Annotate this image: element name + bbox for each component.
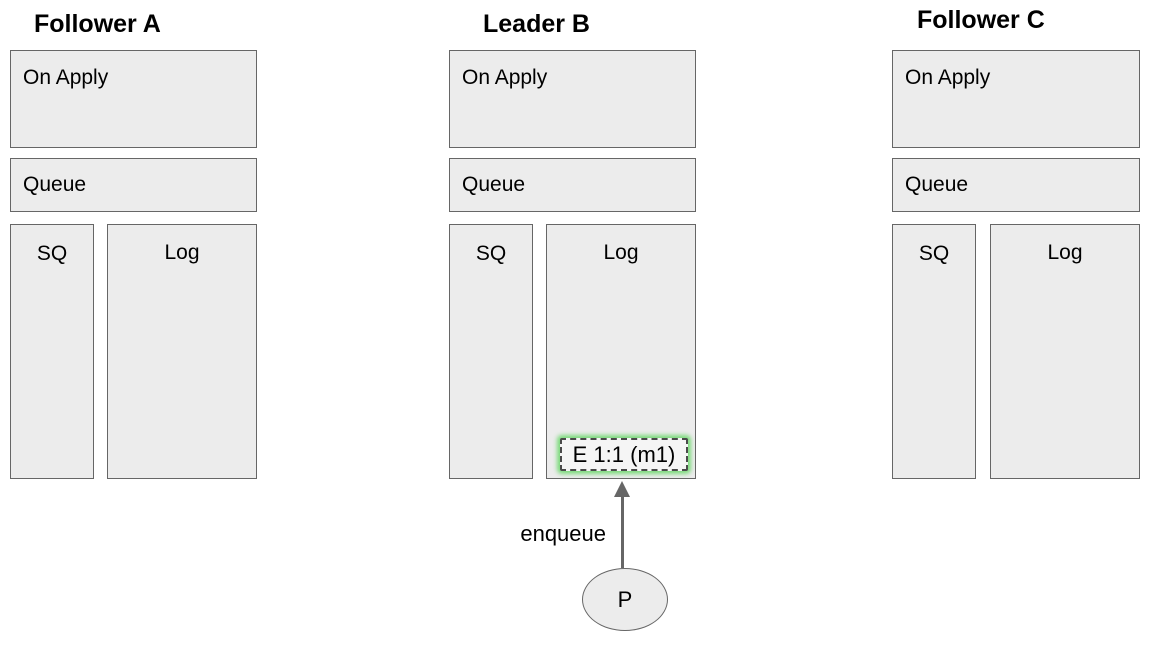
sq-label: SQ <box>36 242 68 265</box>
on-apply-label: On Apply <box>905 66 991 89</box>
log-box: Log <box>990 224 1140 479</box>
sq-label: SQ <box>918 242 950 265</box>
producer-circle: P <box>582 568 668 631</box>
log-entry-highlighted: E 1:1 (m1) <box>560 438 688 471</box>
node-follower-c: Follower C On Apply Queue SQ Log <box>892 0 1140 651</box>
producer-label: P <box>617 586 633 612</box>
node-title: Follower A <box>34 10 161 38</box>
on-apply-label: On Apply <box>462 66 548 89</box>
on-apply-label: On Apply <box>23 66 109 89</box>
node-title: Follower C <box>917 6 1045 34</box>
enqueue-edge-label: enqueue <box>520 521 606 546</box>
log-entry-label: E 1:1 (m1) <box>572 441 676 467</box>
enqueue-arrow-head-icon <box>614 481 630 497</box>
log-label: Log <box>164 241 200 264</box>
log-box: Log E 1:1 (m1) <box>546 224 696 479</box>
queue-label: Queue <box>462 173 526 196</box>
sq-box: SQ <box>449 224 533 479</box>
queue-box: Queue <box>892 158 1140 212</box>
queue-label: Queue <box>23 173 87 196</box>
on-apply-box: On Apply <box>892 50 1140 148</box>
queue-label: Queue <box>905 173 969 196</box>
on-apply-box: On Apply <box>449 50 696 148</box>
log-label: Log <box>603 241 639 264</box>
sq-label: SQ <box>475 242 507 265</box>
on-apply-box: On Apply <box>10 50 257 148</box>
sq-box: SQ <box>10 224 94 479</box>
log-label: Log <box>1047 241 1083 264</box>
sq-box: SQ <box>892 224 976 479</box>
log-box: Log <box>107 224 257 479</box>
node-leader-b: Leader B On Apply Queue SQ Log E 1:1 (m1… <box>449 0 696 651</box>
node-title: Leader B <box>483 10 590 38</box>
queue-box: Queue <box>449 158 696 212</box>
node-follower-a: Follower A On Apply Queue SQ Log <box>10 0 257 651</box>
enqueue-arrow-line <box>621 496 624 568</box>
queue-box: Queue <box>10 158 257 212</box>
